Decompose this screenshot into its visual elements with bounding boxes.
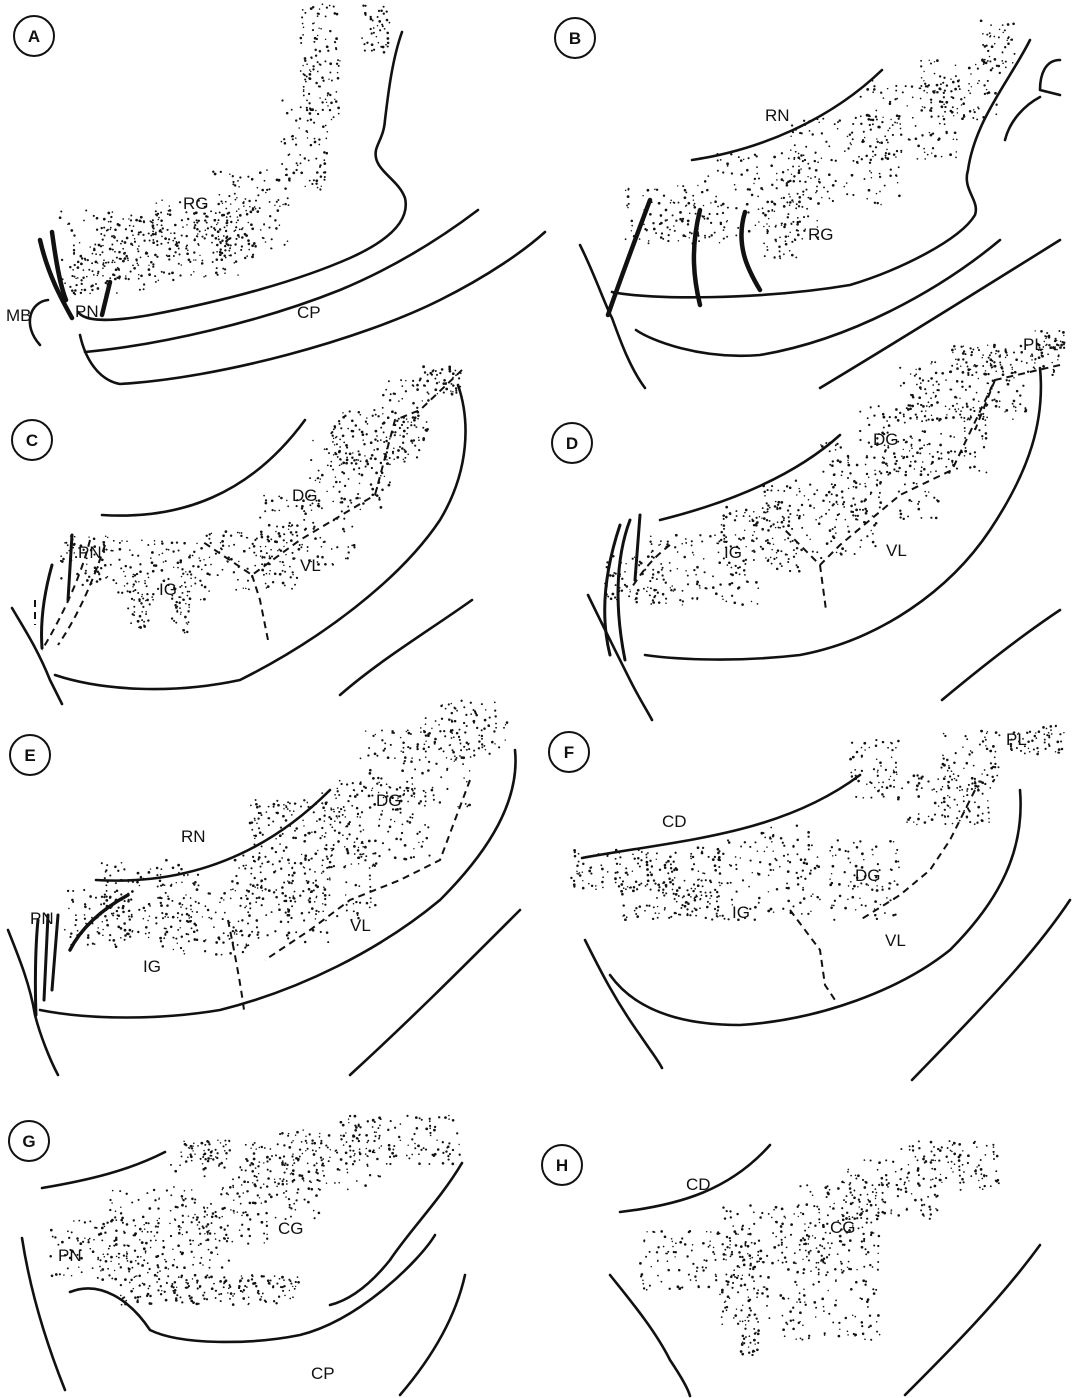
panel-g-label-pn: PN [58,1246,82,1265]
panel-h: H CD CG [542,1140,1040,1396]
panel-e-label-dg: DG [376,791,402,810]
panel-d-label-ig: IG [724,543,742,562]
panel-c-letter: C [26,431,38,450]
panel-e-label-ig: IG [143,957,161,976]
panel-c-label-dg: DG [292,486,318,505]
panel-e-label-vl: VL [350,916,371,935]
panel-d-marker: D [552,423,592,463]
panel-f-neuron-dots [570,725,1064,921]
panel-d-outlines [588,365,1060,720]
panel-h-letter: H [556,1156,568,1175]
panel-a-neuron-dots [59,0,390,295]
panel-a-label-pn: PN [75,302,99,321]
panel-e-label-pn: PN [30,909,54,928]
panel-b-neuron-dots [625,19,1016,259]
panel-f-label-pl: PL [1006,730,1027,749]
panel-a-label-mb: MB [6,306,32,325]
panel-g-label-cp: CP [311,1364,335,1383]
panel-d-label-pl: PL [1023,335,1044,354]
panel-g-label-cg: CG [278,1219,304,1238]
panel-e-letter: E [24,746,35,765]
panel-a-outlines [30,32,545,384]
panel-h-marker: H [542,1145,582,1185]
panel-d: D PL DG IG VL [552,330,1065,720]
panel-e-marker: E [10,735,50,775]
panel-e-label-rn: RN [181,827,206,846]
panel-h-outlines [610,1145,1040,1396]
panel-d-label-dg: DG [873,430,899,449]
panel-e-outlines [8,750,520,1075]
panel-a-label-cp: CP [297,303,321,322]
panel-d-neuron-dots [604,330,1065,606]
panel-f-label-vl: VL [885,931,906,950]
panel-b-letter: B [569,29,581,48]
panel-f-marker: F [549,732,589,772]
panel-b-marker: B [555,18,595,58]
panel-a-marker: A [14,16,54,56]
panel-h-label-cg: CG [830,1218,856,1237]
panel-h-label-cd: CD [686,1175,711,1194]
panel-c-label-vl: VL [300,556,321,575]
panel-f-letter: F [564,743,574,762]
panel-d-label-vl: VL [886,541,907,560]
panel-a-label-rg: RG [183,194,209,213]
panel-g: G PN CG CP [9,1115,465,1395]
panel-c-marker: C [12,420,52,460]
panel-g-outlines [22,1152,465,1395]
panel-c-label-ig: IG [159,580,177,599]
panel-c: C PN DG IG VL [12,365,472,704]
panel-b-label-rg: RG [808,225,834,244]
panel-b-label-rn: RN [765,106,790,125]
panel-c-outlines [12,370,472,704]
panel-f-outlines [582,775,1070,1080]
panel-f: F PL CD DG IG VL [549,725,1070,1080]
panel-d-letter: D [566,434,578,453]
panel-f-label-cd: CD [662,812,687,831]
panel-g-marker: G [9,1121,49,1161]
panel-h-neuron-dots [639,1140,1000,1356]
panel-c-label-pn: PN [78,543,102,562]
panel-g-letter: G [22,1132,35,1151]
panel-f-label-dg: DG [855,866,881,885]
panel-e: E RN DG PN VL IG [8,700,520,1075]
panel-c-neuron-dots [60,365,462,633]
panel-a: A RG PN MB CP [6,0,545,384]
panel-b: B RN RG [555,18,1060,388]
panel-a-letter: A [28,27,40,46]
panel-f-label-ig: IG [732,903,750,922]
